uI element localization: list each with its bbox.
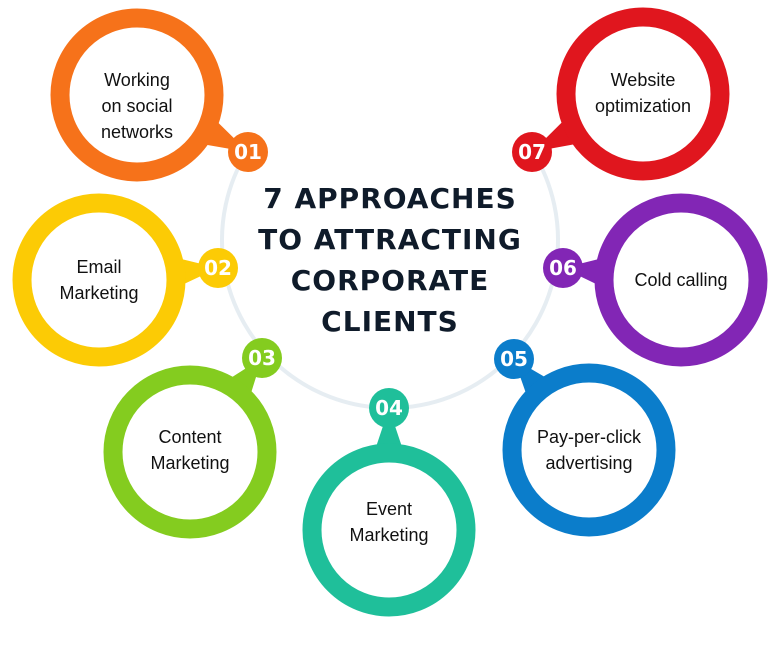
approach-ring xyxy=(302,443,476,617)
title-line: CORPORATE xyxy=(290,264,490,297)
number-badge-text: 01 xyxy=(234,140,262,164)
approach-label-line: Marketing xyxy=(349,525,429,545)
number-badge xyxy=(543,248,583,288)
approach-label-line: Event xyxy=(365,499,413,519)
approach-ring xyxy=(556,7,730,181)
approach-ring xyxy=(502,363,676,537)
approach-label: Cold calling xyxy=(611,267,751,293)
title-line: CLIENTS xyxy=(321,305,459,338)
approach-label-line: Website xyxy=(610,70,676,90)
approach-label: Website optimization xyxy=(573,67,713,119)
approach-01 xyxy=(50,8,268,182)
pointer-tail xyxy=(563,257,603,286)
approach-02 xyxy=(12,193,238,367)
number-badge xyxy=(369,388,409,428)
number-badge-text: 07 xyxy=(518,140,546,164)
number-badge xyxy=(242,338,282,378)
approach-label-line: advertising xyxy=(545,453,633,473)
approach-label-line: Marketing xyxy=(150,453,230,473)
approach-label-line: optimization xyxy=(594,96,692,116)
number-badge-text: 06 xyxy=(549,256,577,280)
number-badge-text: 03 xyxy=(248,346,276,370)
number-badge-text: 05 xyxy=(500,347,528,371)
approach-label-line: Cold calling xyxy=(634,270,728,290)
approach-label: Working on social networks xyxy=(67,67,207,145)
approach-06 xyxy=(543,193,768,367)
approach-04 xyxy=(302,388,476,617)
number-badge xyxy=(494,339,534,379)
approach-label-line: Pay-per-click xyxy=(536,427,642,447)
approach-label-line: Content xyxy=(158,427,222,447)
approach-ring xyxy=(594,193,768,367)
approach-05 xyxy=(494,339,676,537)
approach-03 xyxy=(103,338,282,539)
title-line: TO ATTRACTING xyxy=(258,223,522,256)
approach-ring xyxy=(103,365,277,539)
approach-ring xyxy=(50,8,224,182)
number-badge-text: 04 xyxy=(375,396,403,420)
pointer-tail xyxy=(375,408,403,450)
title-line: 7 APPROACHES xyxy=(263,182,517,215)
approach-label-line: Working xyxy=(104,70,170,90)
approach-label-line: Marketing xyxy=(59,283,139,303)
pointer-tail xyxy=(177,258,218,286)
approach-07 xyxy=(512,7,730,181)
number-badge xyxy=(228,132,268,172)
approach-label-line: on social xyxy=(101,96,173,116)
approach-label: Pay-per-click advertising xyxy=(519,424,659,476)
approach-label-line: networks xyxy=(100,122,174,142)
number-badge-text: 02 xyxy=(204,256,232,280)
diagram-title: 7 APPROACHES TO ATTRACTING CORPORATE CLI… xyxy=(190,178,590,342)
approach-ring xyxy=(12,193,186,367)
number-badge xyxy=(512,132,552,172)
number-badge xyxy=(198,248,238,288)
approach-label-line: Email xyxy=(76,257,122,277)
